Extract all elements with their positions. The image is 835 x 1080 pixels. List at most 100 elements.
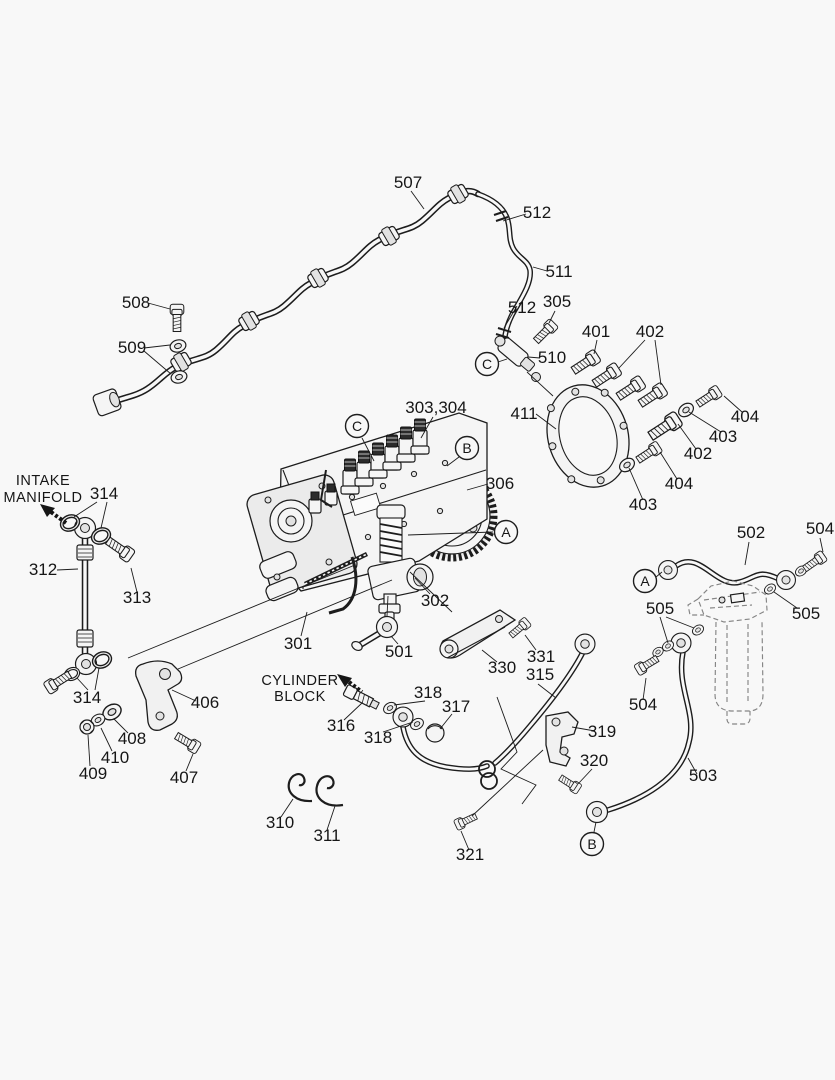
washer-314 <box>89 648 115 672</box>
part-label-331-31: 331 <box>527 647 555 666</box>
filter-nipple <box>729 592 746 604</box>
part-label-301-19: 301 <box>284 634 312 653</box>
washer-509 <box>168 337 188 355</box>
washer-403 <box>675 399 697 421</box>
cylinder-block-label-line2: BLOCK <box>274 689 326 705</box>
bolt-402 <box>589 361 623 391</box>
part-label-316-33: 316 <box>327 716 355 735</box>
svg-text:A: A <box>640 573 650 589</box>
part-label-406-25: 406 <box>191 693 219 712</box>
part-label-404-10: 404 <box>731 407 759 426</box>
bracket-330 <box>439 609 517 659</box>
part-label-402-12: 402 <box>684 444 712 463</box>
fuel-pipe-312 <box>73 516 98 676</box>
banjo-fitting-510 <box>494 335 536 372</box>
overflow-valve-302 <box>367 504 434 623</box>
part-label-302-18: 302 <box>421 591 449 610</box>
callout-circles-layer: C C B A A B <box>344 351 658 857</box>
fuel-filter-reference <box>687 580 768 725</box>
bolt-508 <box>169 303 185 333</box>
svg-text:A: A <box>501 524 511 540</box>
intake-manifold-annotation: INTAKE MANIFOLD <box>4 473 82 525</box>
part-label-320-41: 320 <box>580 751 608 770</box>
part-label-318-36: 318 <box>364 728 392 747</box>
svg-text:B: B <box>587 836 596 852</box>
part-label-330-30: 330 <box>488 658 516 677</box>
fuel-leakoff-pipe-507 <box>92 181 482 417</box>
ring-end-502 <box>776 570 796 590</box>
part-label-315-32: 315 <box>526 665 554 684</box>
part-label-411-15: 411 <box>510 404 537 423</box>
part-label-508-3: 508 <box>122 293 150 312</box>
part-label-507-0: 507 <box>394 173 422 192</box>
fuel-hose-503 <box>585 632 694 824</box>
svg-text:B: B <box>462 440 471 456</box>
part-label-305-6: 305 <box>543 292 571 311</box>
part-label-403-11: 403 <box>709 427 737 446</box>
part-label-318-34: 318 <box>414 683 442 702</box>
bolt-407 <box>172 729 203 755</box>
cylinder-block-label-line1: CYLINDER <box>261 673 338 689</box>
bracket-arm <box>319 469 333 508</box>
bolt-401 <box>568 348 602 378</box>
bolt-305 <box>531 317 560 346</box>
bracket-319 <box>545 711 579 767</box>
part-label-402-9: 402 <box>636 322 664 341</box>
connector-316 <box>342 684 380 710</box>
bolt-402 <box>645 410 684 444</box>
part-label-407-29: 407 <box>170 768 198 787</box>
bracket-406 <box>135 660 183 731</box>
hook-310 <box>287 773 313 803</box>
part-label-512-1: 512 <box>523 203 551 222</box>
part-label-401-8: 401 <box>582 322 610 341</box>
ring-end-502 <box>658 560 678 580</box>
part-label-312-21: 312 <box>29 560 57 579</box>
part-label-314-24: 314 <box>73 688 101 707</box>
callout-c-1: C <box>344 413 370 439</box>
cylinder-block-arrow <box>337 674 352 687</box>
fuel-pipe-315 <box>392 633 596 790</box>
part-label-310-37: 310 <box>266 813 294 832</box>
part-label-306-17: 306 <box>486 474 514 493</box>
pipe-junction <box>376 223 402 249</box>
part-label-505-46: 505 <box>792 604 820 623</box>
banjo-fitting-501 <box>351 615 399 652</box>
hose-clamp-512 <box>493 210 509 222</box>
intake-manifold-label-line1: INTAKE <box>16 473 70 489</box>
pump-name-plate <box>349 492 382 517</box>
part-label-317-35: 317 <box>442 697 470 716</box>
intake-manifold-arrow <box>40 504 55 517</box>
stop-lever <box>328 556 358 615</box>
part-label-503-42: 503 <box>689 766 717 785</box>
callout-b-5: B <box>579 831 605 857</box>
callout-a-3: A <box>493 519 519 545</box>
part-label-511-2: 511 <box>545 262 572 281</box>
part-label-319-40: 319 <box>588 722 616 741</box>
part-label-314-23: 314 <box>90 484 118 503</box>
pipe-end-cap <box>92 388 122 417</box>
banjo-bolt-314 <box>42 668 74 696</box>
bolt-313 <box>103 534 137 564</box>
leader-lines <box>56 190 824 851</box>
part-label-313-22: 313 <box>123 588 151 607</box>
part-label-509-4: 509 <box>118 338 146 357</box>
part-label-505-45: 505 <box>646 599 674 618</box>
part-label-510-7: 510 <box>538 348 566 367</box>
part-label-311-38: 311 <box>313 826 340 845</box>
part-label-501-20: 501 <box>385 642 413 661</box>
part-label-410-27: 410 <box>101 748 129 767</box>
ring-end-315 <box>574 633 596 655</box>
bolt-504 <box>633 652 661 677</box>
part-label-504-44: 504 <box>806 519 834 538</box>
fitting-510-tip <box>531 372 541 382</box>
bolt-404 <box>633 440 664 466</box>
pump-cap <box>308 491 322 514</box>
part-label-512-5: 512 <box>508 298 536 317</box>
pipe-junction <box>445 181 471 207</box>
part-label-403-14: 403 <box>629 495 657 514</box>
callout-c-0: C <box>474 351 500 377</box>
bolt-504 <box>800 549 829 575</box>
